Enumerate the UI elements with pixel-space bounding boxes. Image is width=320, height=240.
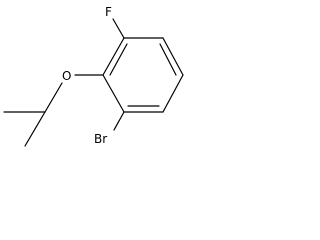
bond-oxygen-ch xyxy=(44,82,63,113)
bromine-atom-label: Br xyxy=(94,132,107,146)
ring-bond-c2-c3 xyxy=(162,37,184,76)
oxygen-atom-label: O xyxy=(62,69,71,83)
bond-ch-methyl-down xyxy=(24,111,46,147)
ring-bond-c6-c1 xyxy=(102,37,125,76)
fluorine-atom-label: F xyxy=(105,5,112,19)
molecule-structure: F O Br xyxy=(3,5,184,147)
double-bond-inner-c2-c3 xyxy=(159,43,177,76)
bond-c1-fluorine xyxy=(112,18,125,39)
ring-bond-c3-c4 xyxy=(162,74,184,113)
double-bond-inner-c6-c1 xyxy=(109,43,128,76)
bond-c5-bromine xyxy=(113,111,125,131)
ring-bond-c5-c6 xyxy=(102,74,125,113)
